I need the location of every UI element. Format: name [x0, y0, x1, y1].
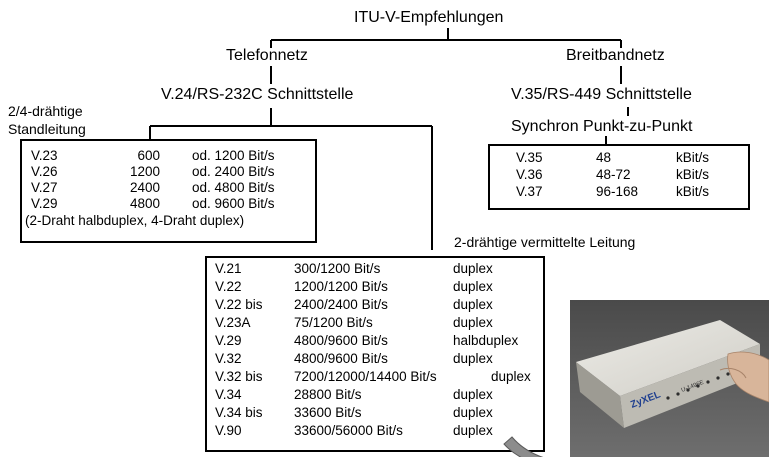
mode-cell: halbduplex	[453, 333, 519, 348]
standard-cell: V.22 bis	[215, 297, 263, 312]
standard-cell: V.34	[215, 387, 242, 402]
alt-rate-cell: od. 1200 Bit/s	[192, 148, 275, 163]
modem-photo: ZyXEL U-1496E	[570, 300, 769, 457]
table-row: V.32 4800/9600 Bit/s duplex	[207, 351, 543, 367]
unit-cell: kBit/s	[676, 184, 710, 199]
table-row: V.27 2400 od. 4800 Bit/s	[22, 180, 315, 196]
rate-cell: 600	[137, 148, 160, 163]
standard-cell: V.35	[516, 150, 543, 165]
table-row: V.90 33600/56000 Bit/s duplex	[207, 423, 543, 439]
table-row: V.36 48-72 kBit/s	[490, 167, 748, 183]
rate-cell: 1200/1200 Bit/s	[294, 279, 388, 294]
standard-cell: V.29	[215, 333, 242, 348]
rate-cell: 48-72	[596, 167, 631, 182]
rate-cell: 33600/56000 Bit/s	[294, 423, 403, 438]
leased-line-label-1: 2/4-drähtige	[8, 103, 83, 119]
rate-cell: 1200	[129, 164, 160, 179]
table-row: V.37 96-168 kBit/s	[490, 184, 748, 200]
leased-line-table: V.23 600 od. 1200 Bit/s V.26 1200 od. 24…	[20, 139, 317, 243]
interface-mode: Synchron Punkt-zu-Punkt	[511, 118, 693, 135]
branch-breitbandnetz: Breitbandnetz	[566, 47, 665, 64]
table-row: V.29 4800 od. 9600 Bit/s	[22, 196, 315, 212]
standard-cell: V.23	[31, 148, 58, 163]
note-text: (2-Draht halbduplex, 4-Draht duplex)	[25, 213, 245, 228]
mode-cell: duplex	[453, 423, 493, 438]
switched-line-table: V.21 300/1200 Bit/s duplex V.22 1200/120…	[205, 256, 545, 452]
standard-cell: V.29	[31, 196, 58, 211]
standard-cell: V.37	[516, 184, 543, 199]
diagram-title: ITU-V-Empfehlungen	[354, 9, 504, 26]
table-row: V.22 bis 2400/2400 Bit/s duplex	[207, 297, 543, 313]
standard-cell: V.90	[215, 423, 242, 438]
leased-line-label-2: Standleitung	[8, 121, 86, 137]
mode-cell: duplex	[453, 297, 493, 312]
rate-cell: 96-168	[596, 184, 639, 199]
switched-line-label: 2-drähtige vermittelte Leitung	[454, 234, 636, 250]
broadband-table: V.35 48 kBit/s V.36 48-72 kBit/s V.37 96…	[488, 144, 750, 210]
table-row: V.35 48 kBit/s	[490, 150, 748, 166]
mode-cell: duplex	[453, 405, 493, 420]
table-row: V.29 4800/9600 Bit/s halbduplex	[207, 333, 543, 349]
mode-cell: duplex	[453, 279, 493, 294]
table-row: V.22 1200/1200 Bit/s duplex	[207, 279, 543, 295]
unit-cell: kBit/s	[676, 150, 710, 165]
alt-rate-cell: od. 9600 Bit/s	[192, 196, 275, 211]
alt-rate-cell: od. 2400 Bit/s	[192, 164, 275, 179]
mode-cell: duplex	[453, 351, 493, 366]
rate-cell: 2400/2400 Bit/s	[294, 297, 388, 312]
rate-cell: 300/1200 Bit/s	[294, 261, 381, 276]
standard-cell: V.21	[215, 261, 242, 276]
standard-cell: V.22	[215, 279, 242, 294]
standard-cell: V.32	[215, 351, 242, 366]
mode-cell: duplex	[453, 387, 493, 402]
standard-cell: V.36	[516, 167, 543, 182]
leased-line-note: (2-Draht halbduplex, 4-Draht duplex)	[22, 213, 315, 229]
rate-cell: 7200/12000/14400 Bit/s	[294, 369, 437, 384]
table-row: V.32 bis 7200/12000/14400 Bit/s duplex	[207, 369, 543, 385]
interface-v24: V.24/RS-232C Schnittstelle	[161, 86, 354, 103]
standard-cell: V.23A	[215, 315, 251, 330]
mode-cell: duplex	[453, 261, 493, 276]
rate-cell: 75/1200 Bit/s	[294, 315, 373, 330]
rate-cell: 4800	[129, 196, 160, 211]
standard-cell: V.34 bis	[215, 405, 263, 420]
mode-cell: duplex	[453, 315, 493, 330]
table-row: V.23 600 od. 1200 Bit/s	[22, 148, 315, 164]
table-row: V.34 28800 Bit/s duplex	[207, 387, 543, 403]
unit-cell: kBit/s	[676, 167, 710, 182]
rate-cell: 28800 Bit/s	[294, 387, 362, 402]
mode-cell: duplex	[491, 369, 531, 384]
rate-cell: 48	[596, 150, 612, 165]
rate-cell: 4800/9600 Bit/s	[294, 333, 388, 348]
rate-cell: 33600 Bit/s	[294, 405, 362, 420]
rate-cell: 2400	[129, 180, 160, 195]
alt-rate-cell: od. 4800 Bit/s	[192, 180, 275, 195]
table-row: V.23A 75/1200 Bit/s duplex	[207, 315, 543, 331]
branch-telefonnetz: Telefonnetz	[226, 47, 308, 64]
standard-cell: V.27	[31, 180, 58, 195]
rate-cell: 4800/9600 Bit/s	[294, 351, 388, 366]
standard-cell: V.26	[31, 164, 58, 179]
table-row: V.21 300/1200 Bit/s duplex	[207, 261, 543, 277]
standard-cell: V.32 bis	[215, 369, 263, 384]
table-row: V.34 bis 33600 Bit/s duplex	[207, 405, 543, 421]
interface-v35: V.35/RS-449 Schnittstelle	[511, 86, 692, 103]
table-row: V.26 1200 od. 2400 Bit/s	[22, 164, 315, 180]
